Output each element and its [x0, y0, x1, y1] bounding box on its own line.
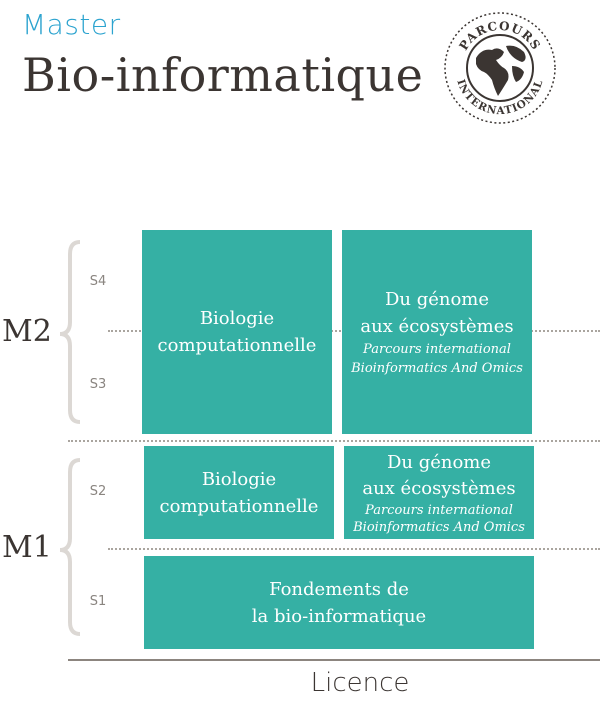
semester-s4: S4 — [89, 274, 107, 289]
m2-left-title: Biologie computationnelle — [158, 305, 317, 359]
semester-s2: S2 — [89, 484, 107, 499]
master-label: Master — [22, 8, 121, 41]
semester-s1: S1 — [89, 594, 107, 609]
m1-right-subtitle: Parcours international Bioinformatics An… — [353, 502, 525, 536]
m1-right-sub2: Bioinformatics And Omics — [353, 519, 525, 535]
m2-right-line1: Du génome — [384, 289, 490, 310]
m2-right-subtitle: Parcours international Bioinformatics An… — [351, 340, 523, 378]
m2-right-title: Du génome aux écosystèmes — [360, 286, 513, 340]
m2-du-genome-aux-ecosystemes[interactable]: Du génome aux écosystèmes Parcours inter… — [342, 230, 532, 434]
semester-s3: S3 — [89, 377, 107, 392]
semester-divider-m1 — [108, 548, 600, 550]
licence-label: Licence — [310, 668, 410, 698]
m1-left-line1: Biologie — [201, 468, 277, 490]
bracket-lines — [59, 240, 81, 636]
m1-right-title: Du génome aux écosystèmes — [362, 450, 515, 502]
m2-right-sub2: Bioinformatics And Omics — [351, 361, 523, 376]
m1-left-title: Biologie computationnelle — [160, 466, 319, 520]
m2-left-line2: computationnelle — [157, 335, 317, 356]
m1-right-sub1: Parcours international — [365, 502, 513, 518]
m1-fondements-bio-informatique[interactable]: Fondements de la bio-informatique — [144, 556, 534, 649]
level-m1: M1 — [2, 530, 52, 565]
m2-left-line1: Biologie — [199, 308, 275, 329]
globe-icon — [471, 39, 529, 97]
parcours-international-badge: PARCOURS INTERNATIONAL — [444, 12, 556, 124]
m2-right-sub1: Parcours international — [363, 342, 511, 357]
m2-right-line2: aux écosystèmes — [360, 316, 514, 337]
m1-bottom-line2: la bio-informatique — [251, 605, 427, 627]
m1-biologie-computationnelle[interactable]: Biologie computationnelle — [144, 446, 334, 539]
m1-right-line2: aux écosystèmes — [362, 477, 516, 499]
m1-left-line2: computationnelle — [159, 495, 319, 517]
m1-right-line1: Du génome — [386, 451, 492, 473]
m2-biologie-computationnelle[interactable]: Biologie computationnelle — [142, 230, 332, 434]
level-m2: M2 — [2, 314, 52, 349]
m1-bottom-title: Fondements de la bio-informatique — [252, 576, 426, 630]
level-divider — [68, 440, 600, 442]
m1-du-genome-aux-ecosystemes[interactable]: Du génome aux écosystèmes Parcours inter… — [344, 446, 534, 539]
licence-baseline — [68, 659, 600, 661]
page-title: Bio-informatique — [22, 48, 424, 102]
m1-bottom-line1: Fondements de — [269, 578, 409, 600]
